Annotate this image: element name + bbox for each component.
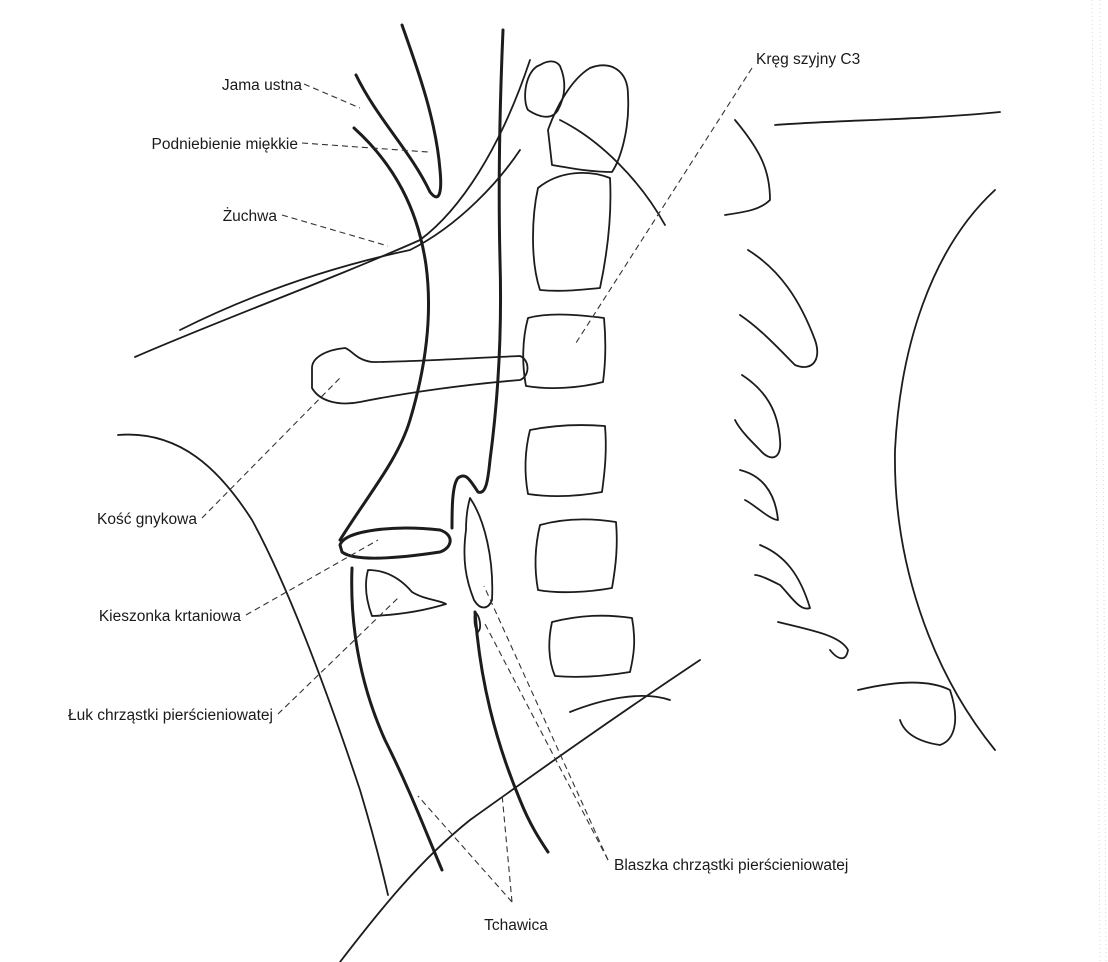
leader-podniebienie bbox=[301, 142, 429, 153]
c4-vertebra bbox=[524, 424, 607, 498]
leader-luk bbox=[277, 597, 399, 715]
spinous-process-5 bbox=[754, 544, 811, 610]
leader-kreg bbox=[573, 67, 753, 347]
c6-vertebra bbox=[548, 614, 636, 678]
label-podniebienie-miekkie: Podniebienie miękkie bbox=[152, 136, 298, 153]
label-tchawica: Tchawica bbox=[484, 917, 548, 934]
leader-lines bbox=[201, 67, 753, 903]
spinous-process-2 bbox=[739, 249, 819, 368]
leader-zuchwa bbox=[281, 214, 389, 247]
leader-kosc bbox=[201, 377, 341, 519]
mandible-line-2 bbox=[179, 149, 521, 331]
c2-lower bbox=[532, 172, 612, 292]
c3-vertebra bbox=[522, 313, 607, 389]
soft-palate-line bbox=[354, 23, 443, 199]
spinous-process-1 bbox=[724, 119, 771, 216]
posterior-skin-line bbox=[894, 189, 996, 751]
cricoid-arch bbox=[365, 569, 447, 617]
label-zuchwa: Żuchwa bbox=[223, 207, 278, 225]
scan-edge bbox=[1091, 0, 1107, 962]
tongue-wall-line bbox=[338, 126, 431, 542]
leader-tchawica-2 bbox=[501, 793, 513, 903]
c2-body bbox=[547, 64, 630, 173]
leader-tchawica-1 bbox=[417, 795, 513, 903]
mandible-line bbox=[134, 59, 531, 358]
posterior-pharynx-line bbox=[450, 28, 505, 530]
spinous-process-3 bbox=[734, 374, 782, 459]
dens-shape bbox=[524, 60, 566, 118]
occiput-curve bbox=[559, 119, 666, 226]
trachea-back-wall bbox=[473, 610, 550, 854]
epiglottis bbox=[463, 497, 494, 609]
label-blaszka-chrzastki: Blaszka chrząstki pierścieniowatej bbox=[614, 857, 848, 874]
spinous-process-7 bbox=[857, 681, 957, 746]
spinous-process-6 bbox=[777, 621, 849, 660]
label-kreg-szyjny-c3: Kręg szyjny C3 bbox=[756, 51, 860, 68]
hyoid-bone bbox=[311, 347, 529, 405]
label-jama-ustna: Jama ustna bbox=[222, 77, 303, 94]
label-kosc-gnykowa: Kość gnykowa bbox=[97, 511, 197, 528]
leader-blaszka-1 bbox=[483, 585, 609, 861]
anterior-skin-line bbox=[117, 433, 389, 896]
label-kieszonka-krtaniowa: Kieszonka krtaniowa bbox=[99, 608, 242, 625]
trachea-front-wall bbox=[350, 566, 444, 872]
leader-kieszonka bbox=[245, 539, 379, 616]
c7-vertebra bbox=[569, 695, 671, 713]
chest-line bbox=[339, 659, 701, 962]
leader-blaszka-2 bbox=[483, 621, 609, 861]
spinous-process-4 bbox=[739, 469, 779, 521]
label-luk-chrzastki: Łuk chrząstki pierścieniowatej bbox=[68, 707, 273, 724]
leader-jama-ustna bbox=[303, 83, 361, 109]
occipital-line bbox=[774, 111, 1001, 126]
c5-vertebra bbox=[534, 518, 618, 594]
laryngeal-ring bbox=[338, 526, 452, 560]
